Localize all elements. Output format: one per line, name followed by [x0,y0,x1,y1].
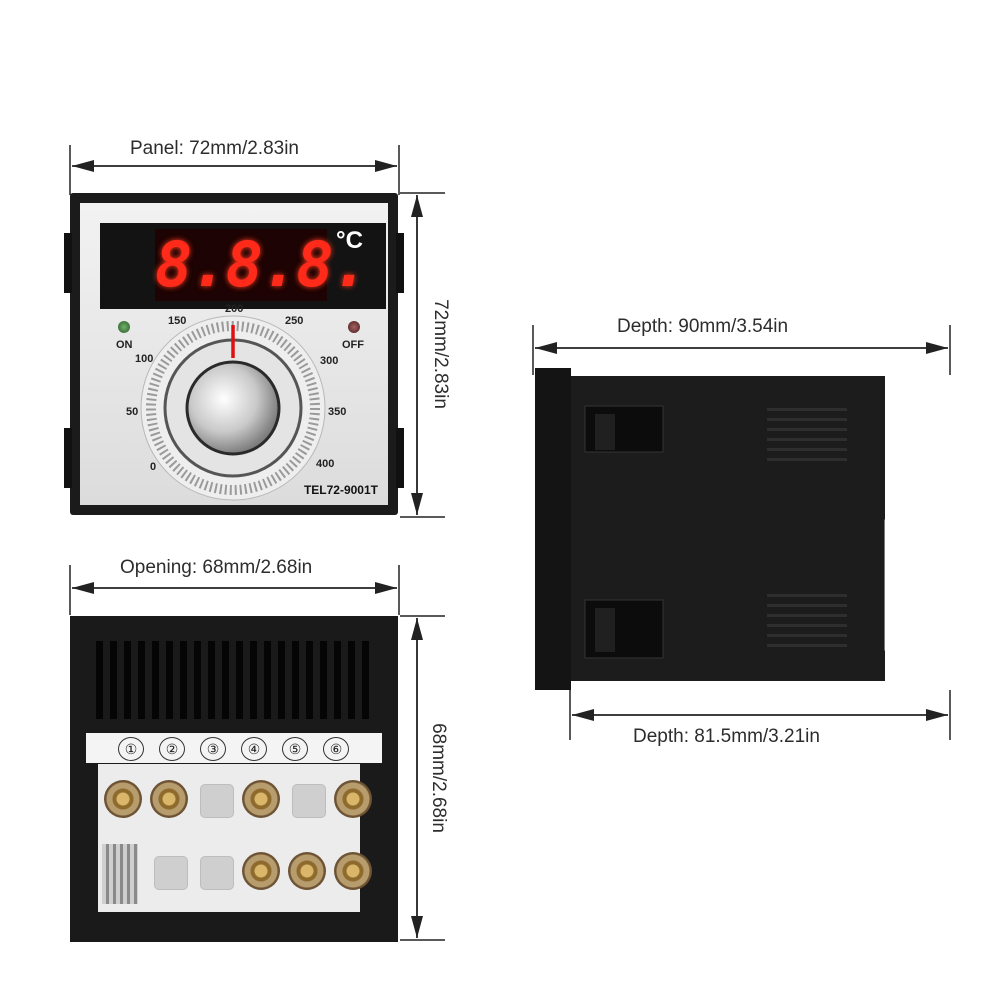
side-clip [396,233,404,293]
rear-terminal-view: ① ② ③ ④ ⑤ ⑥ [70,616,398,942]
terminal-block [98,764,372,912]
led-display: 8.8.8. [155,228,369,301]
terminal-screw-icon[interactable] [334,852,372,890]
terminal-plug [200,856,234,890]
terminal-number-strip: ① ② ③ ④ ⑤ ⑥ [86,733,382,763]
dial-mark-150: 150 [168,315,187,327]
opening-height-dimension [400,615,445,941]
display-window: 8.8.8. °C [100,223,386,309]
on-led-icon [118,321,130,333]
terminal-screw-icon[interactable] [150,780,188,818]
terminal-number-2: ② [159,737,185,761]
vent-slots [96,641,369,719]
on-label: ON [116,339,133,351]
side-clip [64,233,72,293]
terminal-screw-icon[interactable] [334,780,372,818]
opening-width-label: Opening: 68mm/2.68in [120,557,313,578]
dial-mark-50: 50 [126,406,139,418]
temperature-knob[interactable] [138,313,328,503]
panel-height-dimension [400,192,445,518]
total-depth-label: Depth: 90mm/3.54in [617,316,789,337]
opening-height-label: 68mm/2.68in [428,723,449,833]
terminal-number-5: ⑤ [282,737,308,761]
panel-face: 8.8.8. °C ON OFF 0 50 100 150 200 250 30… [80,203,388,505]
total-depth-dimension [532,325,951,375]
terminal-screw-icon[interactable] [288,852,326,890]
dial-mark-300: 300 [320,355,339,367]
dial-mark-350: 350 [328,406,347,418]
terminal-plug [292,784,326,818]
side-clip [396,428,404,488]
dial-mark-250: 250 [285,315,304,327]
model-label: TEL72-9001T [303,483,378,497]
dial-mark-400: 400 [316,458,335,470]
body-depth-label: Depth: 81.5mm/3.21in [633,726,820,747]
body-depth-dimension [569,690,951,740]
terminal-screw-icon[interactable] [242,780,280,818]
dial-mark-100: 100 [135,353,154,365]
terminal-number-6: ⑥ [323,737,349,761]
terminal-number-4: ④ [241,737,267,761]
panel-width-label: Panel: 72mm/2.83in [130,138,299,159]
off-label: OFF [342,339,364,351]
opening-width-dimension [69,565,400,615]
panel-height-label: 72mm/2.83in [430,299,451,409]
celsius-unit: °C [336,227,363,254]
dial-mark-200: 200 [225,303,244,315]
side-view [535,368,885,690]
terminal-screw-icon[interactable] [242,852,280,890]
terminal-screw-icon[interactable] [104,780,142,818]
terminal-number-3: ③ [200,737,226,761]
dial-mark-0: 0 [150,461,157,473]
off-led-icon [348,321,360,333]
terminal-number-1: ① [118,737,144,761]
front-panel: 8.8.8. °C ON OFF 0 50 100 150 200 250 30… [64,193,404,515]
side-clip [64,428,72,488]
terminal-plug [200,784,234,818]
panel-width-dimension [69,145,400,195]
terminal-plug [154,856,188,890]
terminal-vent [102,844,138,904]
